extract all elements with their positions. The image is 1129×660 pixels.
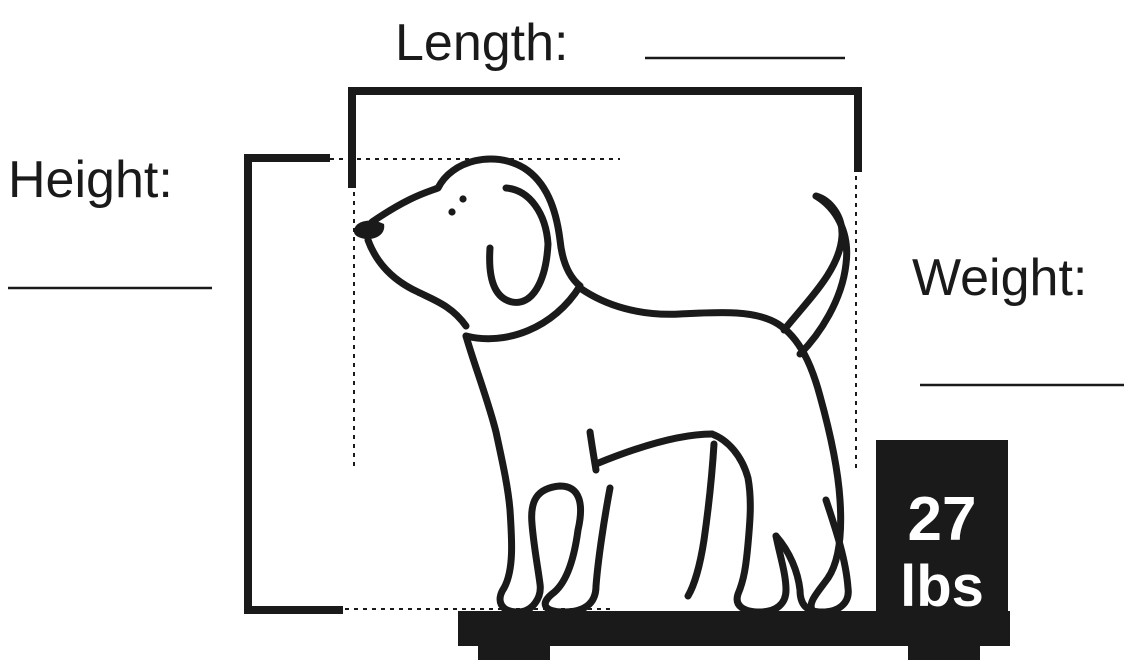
dog-hind-thigh [688, 444, 714, 596]
dog-nose [354, 221, 384, 239]
dog-chest-fold [590, 432, 596, 470]
scale-weight-unit: lbs [900, 554, 984, 619]
length-label: Length: [395, 14, 569, 72]
dog-eye [459, 195, 466, 202]
scale-weight-value: 27 [908, 485, 977, 554]
scale-left-foot [478, 644, 550, 660]
height-label: Height: [8, 151, 173, 209]
dog-ear [490, 188, 548, 302]
dog-belly [596, 434, 712, 464]
dog-collar [466, 286, 580, 339]
scale-right-foot [908, 644, 980, 660]
dog-chest [466, 336, 518, 612]
dog-chin [368, 240, 466, 326]
dog-head [372, 159, 580, 286]
dog-front-leg [518, 486, 610, 612]
dog-tail [784, 196, 847, 354]
dog-eye [448, 208, 455, 215]
height-bracket [248, 158, 343, 610]
length-bracket [352, 91, 858, 188]
dog-hind-leg [712, 434, 786, 612]
dog-outline-icon [354, 159, 848, 612]
weight-label: Weight: [912, 249, 1087, 307]
